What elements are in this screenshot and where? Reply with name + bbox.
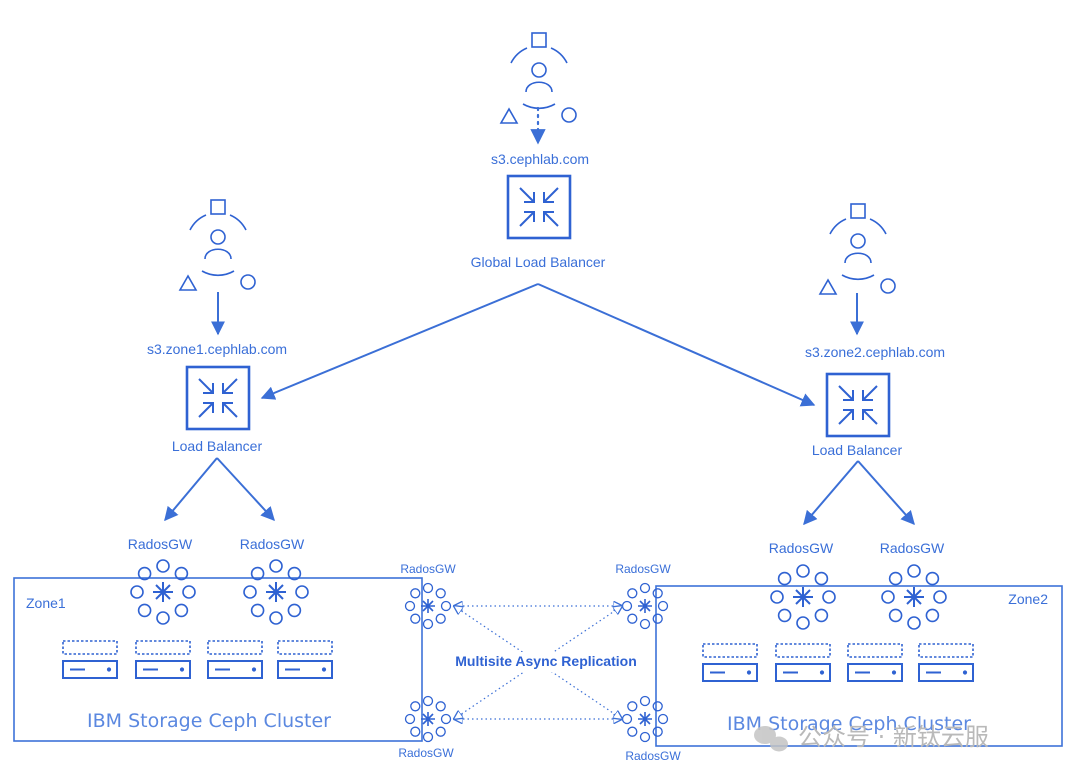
zone1-server-3-icon bbox=[207, 640, 263, 679]
global-balancer-label: Global Load Balancer bbox=[471, 254, 606, 270]
zone2-gateway-1-label: RadosGW bbox=[769, 540, 834, 556]
zone2-boundary bbox=[655, 585, 1063, 747]
global-to-zone1-arrow bbox=[260, 283, 539, 400]
zone1-label: Zone1 bbox=[26, 595, 66, 611]
zone2-gateway-1-icon bbox=[770, 564, 836, 630]
zone2-lb-to-gw2-arrow bbox=[857, 460, 915, 526]
zone2-sync-gateway-bottom-label: RadosGW bbox=[625, 749, 681, 763]
replication-label-background bbox=[444, 652, 650, 672]
zone2-sync-gateway-bottom-icon bbox=[621, 695, 669, 743]
zone2-balancer-label: Load Balancer bbox=[812, 442, 903, 458]
zone1-endpoint-label: s3.zone1.cephlab.com bbox=[147, 341, 287, 357]
zone1-cluster-label: IBM Storage Ceph Cluster bbox=[87, 710, 331, 732]
zone1-balancer-label: Load Balancer bbox=[172, 438, 263, 454]
zone2-sync-gateway-top-icon bbox=[621, 582, 669, 630]
zone1-server-4-icon bbox=[277, 640, 333, 679]
zone2-server-2-icon bbox=[775, 643, 831, 682]
replication-label: Multisite Async Replication bbox=[455, 653, 637, 669]
zone2-server-4-icon bbox=[918, 643, 974, 682]
global-load-balancer-icon bbox=[506, 174, 572, 240]
global-to-zone2-arrow bbox=[537, 283, 816, 407]
zone1-lb-to-gw2-arrow bbox=[216, 457, 275, 522]
zone1-sync-gateway-bottom-icon bbox=[404, 695, 452, 743]
zone1-load-balancer-icon bbox=[185, 365, 251, 431]
zone2-label: Zone2 bbox=[1008, 591, 1048, 607]
zone1-lb-to-gw1-arrow bbox=[164, 457, 218, 522]
wechat-icon bbox=[754, 726, 788, 752]
zone1-gateway-1-icon bbox=[130, 559, 196, 625]
zone2-sync-gateway-top-label: RadosGW bbox=[615, 562, 671, 576]
zone2-gateway-2-icon bbox=[881, 564, 947, 630]
zone1-gateway-1-label: RadosGW bbox=[128, 536, 193, 552]
zone1-sync-gateway-top-icon bbox=[404, 582, 452, 630]
watermark-text: 公众号 · 新钛云服 bbox=[798, 723, 989, 751]
zone2-gateway-2-label: RadosGW bbox=[880, 540, 945, 556]
zone2-endpoint-label: s3.zone2.cephlab.com bbox=[805, 344, 945, 360]
zone2-server-1-icon bbox=[702, 643, 758, 682]
zone2-load-balancer-icon bbox=[825, 372, 891, 438]
zone1-gateway-2-icon bbox=[243, 559, 309, 625]
zone2-cluster-label: IBM Storage Ceph Cluster bbox=[727, 713, 971, 735]
zone1-server-2-icon bbox=[135, 640, 191, 679]
zone1-server-1-icon bbox=[62, 640, 118, 679]
zone1-boundary bbox=[13, 577, 423, 742]
zone1-sync-gateway-top-label: RadosGW bbox=[400, 562, 456, 576]
zone1-sync-gateway-bottom-label: RadosGW bbox=[398, 746, 454, 760]
zone1-users-icon bbox=[179, 199, 256, 291]
zone1-gateway-2-label: RadosGW bbox=[240, 536, 305, 552]
global-endpoint-label: s3.cephlab.com bbox=[491, 151, 589, 167]
zone2-users-icon bbox=[819, 203, 896, 295]
zone2-server-3-icon bbox=[847, 643, 903, 682]
zone2-lb-to-gw1-arrow bbox=[803, 460, 859, 526]
